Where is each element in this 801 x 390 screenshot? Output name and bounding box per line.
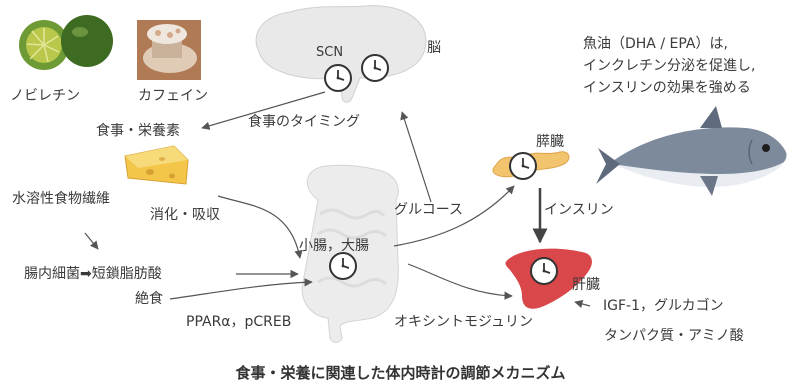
meal-nutrients-label: 食事・栄養素 xyxy=(96,123,180,139)
fish-oil-line-3: インスリンの効果を強める xyxy=(583,80,751,96)
caffeine-label: カフェイン xyxy=(138,88,208,104)
ppar-label: PPARα，pCREB xyxy=(186,314,292,330)
meal-timing-label: 食事のタイミング xyxy=(248,114,360,130)
gut-bacteria-label: 腸内細菌➡短鎖脂肪酸 xyxy=(24,266,162,282)
soluble-fiber-label: 水溶性食物繊維 xyxy=(12,191,110,207)
fish-icon xyxy=(596,106,787,196)
igf1-glucagon-label: IGF-1，グルカゴン xyxy=(603,298,724,314)
cheese-icon xyxy=(124,145,189,185)
fish-oil-line-1: 魚油（DHA / EPA）は, xyxy=(583,36,728,52)
intestine-label: 小腸，大腸 xyxy=(299,238,369,254)
lime-icon xyxy=(19,15,113,70)
oxyntomodulin-label: オキシントモジュリン xyxy=(394,314,534,330)
intestine-icon xyxy=(301,164,399,343)
arrow xyxy=(84,91,591,309)
fish-oil-line-2: インクレチン分泌を促進し, xyxy=(583,58,756,74)
liver-label: 肝臓 xyxy=(572,277,600,293)
coffee-cup-icon xyxy=(137,20,201,80)
protein-amino-acid-label: タンパク質・アミノ酸 xyxy=(604,328,744,344)
scn-label: SCN xyxy=(316,45,344,60)
glucose-label: グルコース xyxy=(394,202,464,218)
figure-caption: 食事・栄養に関連した体内時計の調節メカニズム xyxy=(235,364,566,382)
fasting-label: 絶食 xyxy=(135,291,163,307)
pancreas-label: 膵臓 xyxy=(536,134,564,150)
brain-label: 脳 xyxy=(427,40,441,56)
nobiletin-label: ノビレチン xyxy=(10,88,80,104)
insulin-label: インスリン xyxy=(544,202,614,218)
brain-icon xyxy=(255,5,427,103)
digestion-label: 消化・吸収 xyxy=(150,207,220,223)
